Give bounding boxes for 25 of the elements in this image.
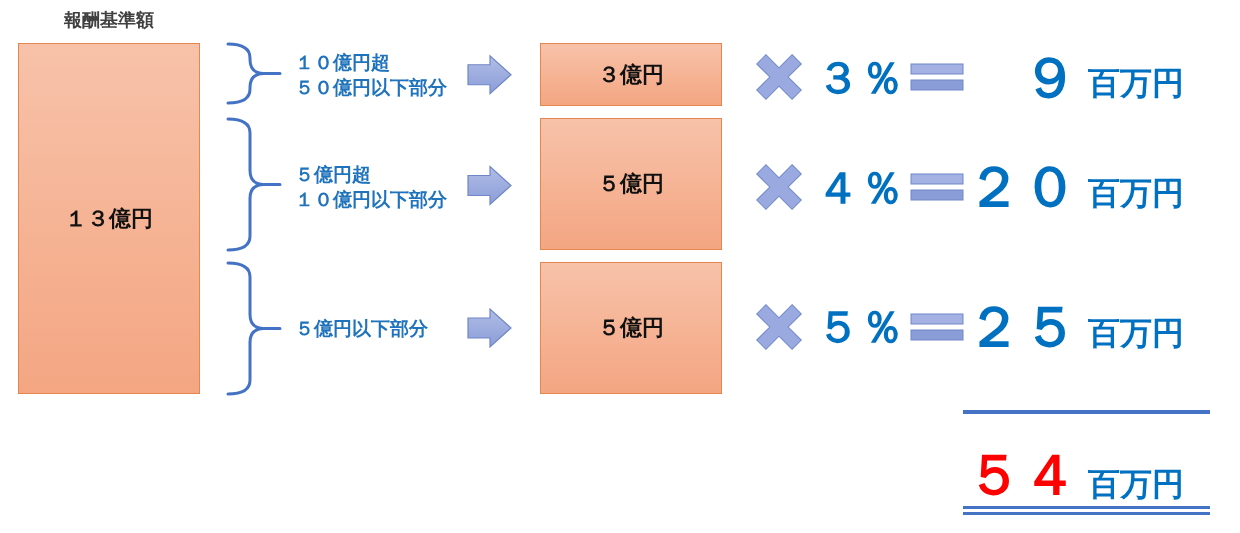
unit-text: 百万円 [1088,177,1184,209]
heading-text: 報酬基準額 [64,10,154,30]
range-text: ５億円超１０億円以下部分 [295,162,447,212]
result-number: ２０ [966,159,1078,215]
range-text: １０億円超５０億円以下部分 [295,50,447,100]
range-text: ５億円以下部分 [295,315,428,341]
amount-text: ３億円 [598,62,664,87]
rate-text: ３％ [816,56,904,100]
result-number: ９ [1022,50,1078,106]
rate-text: ５％ [816,305,904,349]
block-arrow [467,307,512,349]
unit-text: 百万円 [1088,468,1184,500]
block-arrow [467,165,512,206]
amount-text: ５億円 [598,171,664,197]
rate-text: ４％ [816,166,904,210]
amount-text: ５億円 [598,315,664,341]
amount-box [540,118,722,250]
amount-box [540,43,722,106]
total-number: ５４ [966,447,1078,503]
unit-text: 百万円 [1088,317,1184,349]
unit-text: 百万円 [1088,67,1184,99]
amount-box [540,262,722,394]
amount-text: １３億円 [65,206,153,231]
block-arrow [467,54,512,96]
result-number: ２５ [966,299,1078,355]
